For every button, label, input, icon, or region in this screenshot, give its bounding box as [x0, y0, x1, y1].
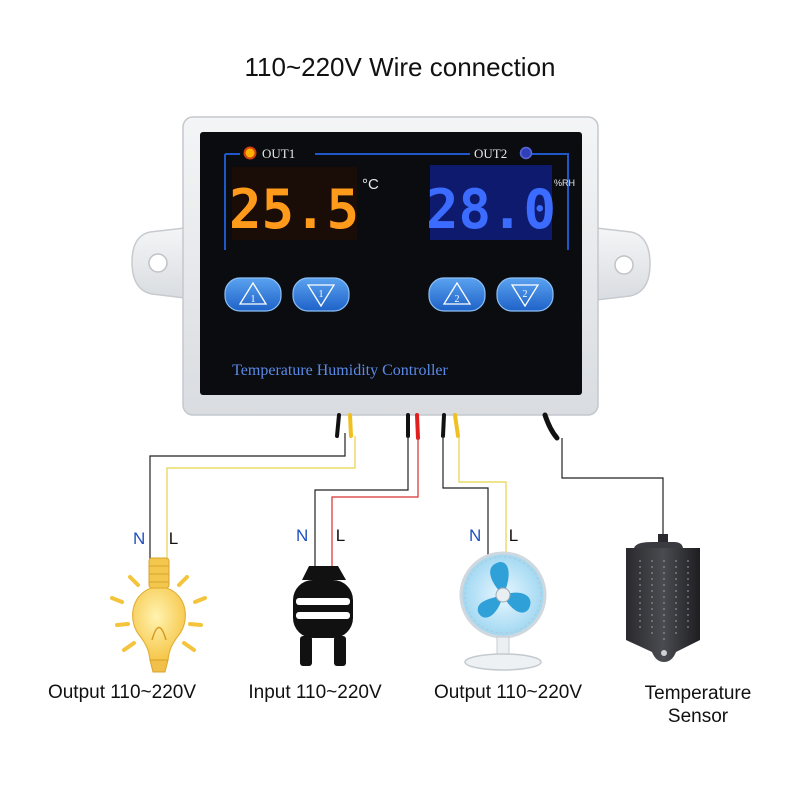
out2-up-label: 2 [455, 294, 460, 305]
humidity-value: 28.0 [426, 178, 556, 241]
controller-device: OUT1 OUT2 25.5 °C 28.0 %RH 1 1 2 [131, 116, 651, 416]
up-triangle-icon [238, 281, 268, 305]
diagram-title: 110~220V Wire connection [244, 52, 556, 82]
lamp-terminal-labels: N L [133, 529, 178, 549]
temperature-sensor-icon [626, 534, 700, 662]
down-triangle-icon [510, 284, 540, 308]
plug-terminal-labels: N L [296, 526, 345, 546]
temperature-unit: °C [362, 176, 379, 193]
out1-label: OUT1 [262, 146, 295, 161]
live-label: L [335, 526, 346, 545]
out2-up-button[interactable]: 2 [428, 277, 486, 312]
light-bulb-icon [110, 557, 207, 673]
neutral-label: N [133, 529, 146, 548]
temperature-display [232, 167, 357, 240]
live-label: L [508, 526, 519, 545]
humidity-display [430, 165, 552, 240]
humidity-unit: %RH [554, 178, 575, 188]
out1-up-button[interactable]: 1 [224, 277, 282, 312]
out1-up-label: 1 [251, 294, 256, 305]
wires [149, 433, 664, 566]
sensor-caption-line2: Sensor [667, 706, 729, 727]
fan-caption: Output 110~220V [433, 682, 583, 703]
neutral-label: N [469, 526, 482, 545]
desk-fan-icon [459, 551, 547, 671]
out2-down-button[interactable]: 2 [496, 277, 554, 312]
panel-label: Temperature Humidity Controller [232, 362, 448, 379]
live-label: L [168, 529, 179, 548]
fan-terminal-labels: N L [469, 526, 518, 546]
out2-down-label: 2 [523, 289, 528, 300]
power-plug-icon [293, 566, 353, 666]
sensor-caption-line1: Temperature [644, 683, 752, 704]
sensor-caption: Temperature Sensor [610, 682, 786, 728]
out1-down-button[interactable]: 1 [292, 277, 350, 312]
cable-stubs [335, 412, 560, 441]
panel-frame-lines [224, 153, 569, 250]
right-mounting-hole [614, 255, 634, 275]
lamp-caption: Output 110~220V [47, 682, 197, 703]
left-mounting-hole [148, 253, 168, 273]
down-triangle-icon [306, 284, 336, 308]
temperature-value: 25.5 [229, 178, 359, 241]
out1-led-icon [243, 146, 257, 160]
out2-label: OUT2 [474, 146, 507, 161]
up-triangle-icon [442, 281, 472, 305]
out2-led-icon [519, 146, 533, 160]
plug-caption: Input 110~220V [248, 682, 382, 703]
neutral-label: N [296, 526, 309, 545]
out1-down-label: 1 [319, 289, 324, 300]
